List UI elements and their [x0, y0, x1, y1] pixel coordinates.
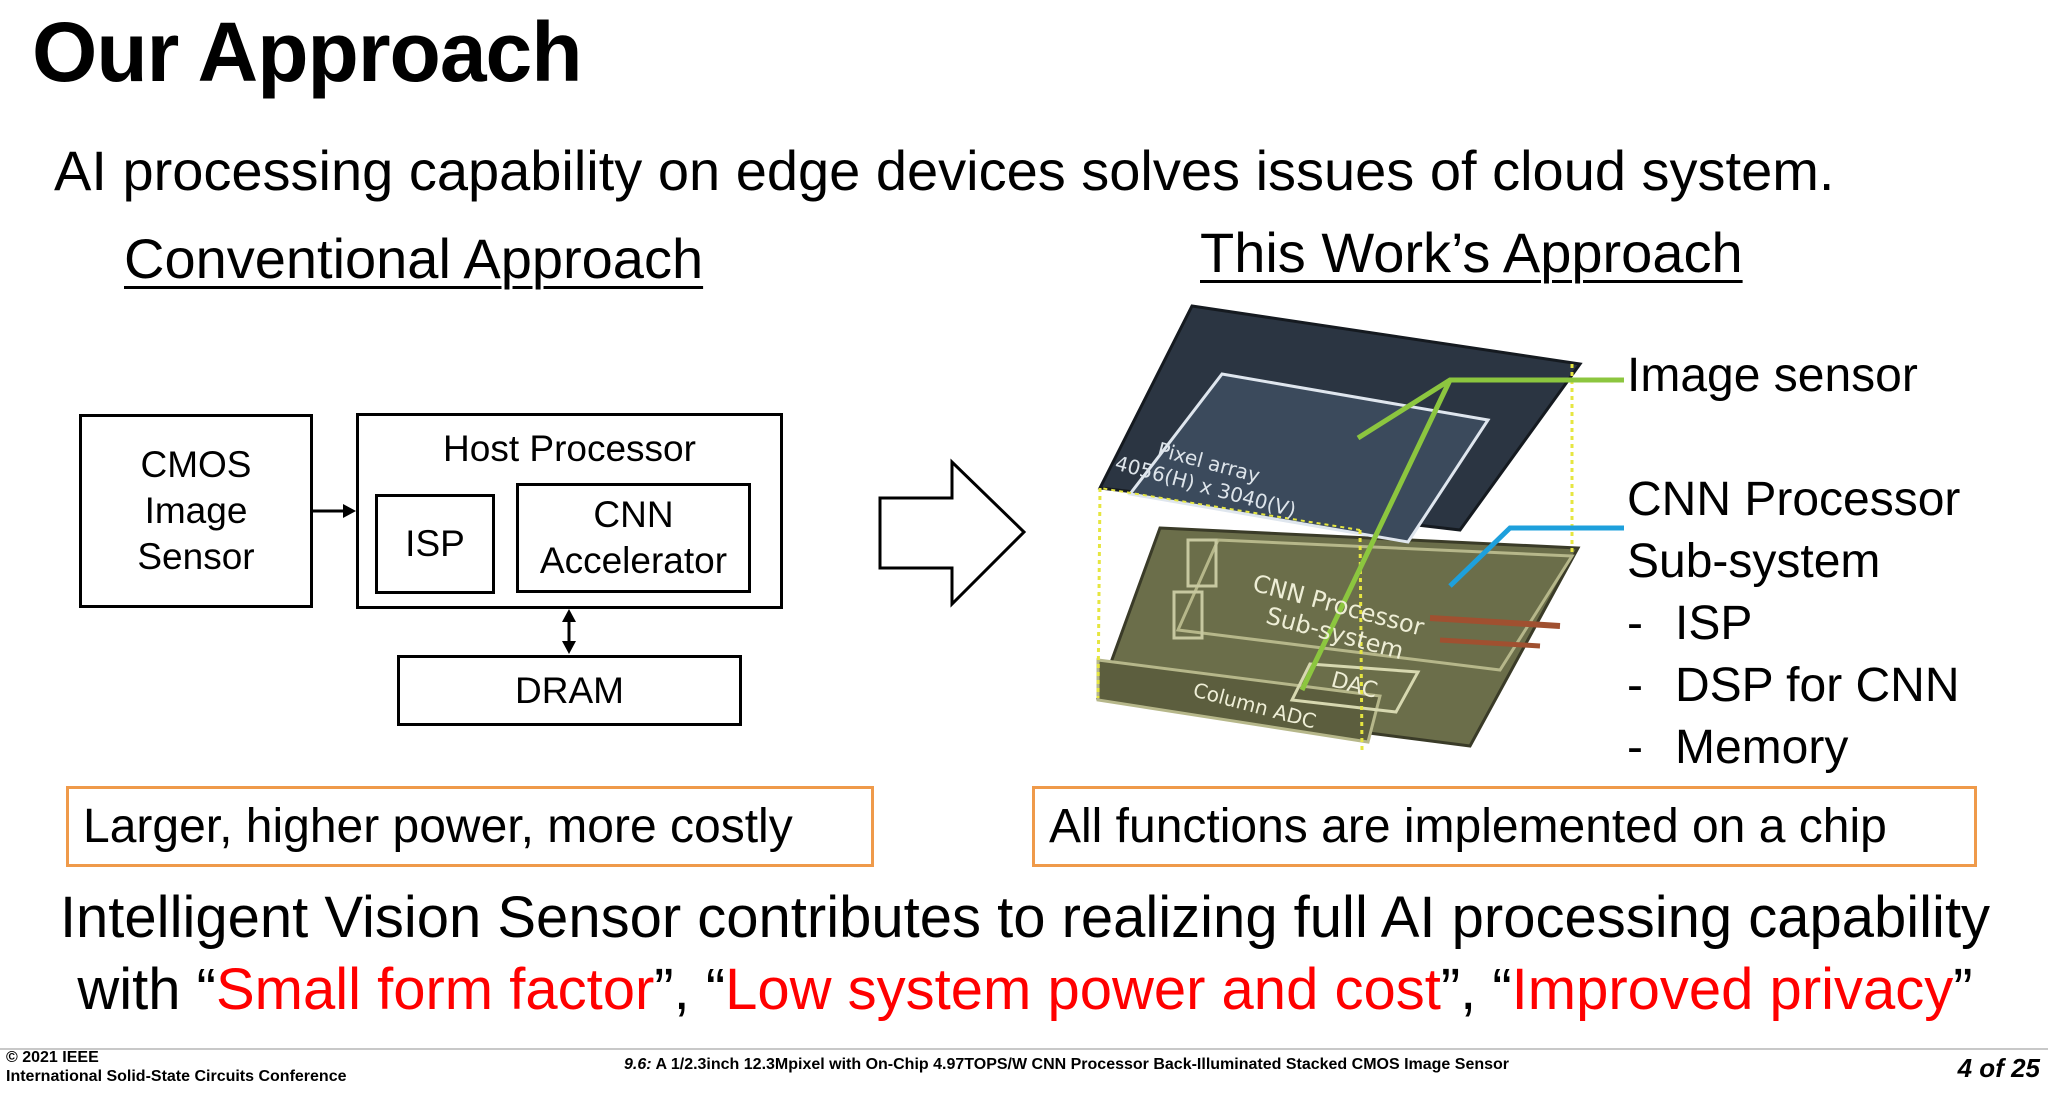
cmos-label-line3: Sensor: [137, 536, 255, 577]
isp-block: ISP: [375, 494, 495, 594]
paper-id: 9.6:: [624, 1056, 652, 1073]
pixel-array: [1127, 372, 1491, 544]
page-number: 4 of 25: [1957, 1053, 2040, 1083]
conventional-callout-text: Larger, higher power, more costly: [83, 800, 793, 853]
cnn-processor-label: CNN Processor: [1627, 473, 1961, 526]
cmos-label-line2: Image: [144, 490, 248, 531]
isp-label: ISP: [405, 523, 465, 564]
cmos-to-host-arrow: [313, 504, 356, 518]
footer-copyright: © 2021 IEEE International Solid-State Ci…: [6, 1048, 347, 1086]
this-work-callout: All functions are implemented on a chip: [1032, 786, 1977, 867]
bullet-label: Memory: [1675, 721, 1849, 774]
right-arrow-icon: [878, 458, 1027, 608]
svg-text:CNN Processor Sub-system: CNN Processor Sub-system: [1243, 569, 1435, 671]
dram-block: DRAM: [397, 655, 742, 726]
cnn-accelerator-label-line1: CNN: [593, 494, 674, 535]
conventional-heading: Conventional Approach: [124, 227, 704, 290]
this-work-heading: This Work’s Approach: [1200, 221, 1743, 284]
slide-subtitle: AI processing capability on edge devices…: [54, 139, 1835, 202]
highlight-low-power-cost: Low system power and cost: [725, 957, 1441, 1022]
cmos-image-sensor-block: CMOS Image Sensor: [79, 414, 313, 608]
highlight-improved-privacy: Improved privacy: [1511, 957, 1954, 1022]
dram-label: DRAM: [515, 669, 624, 711]
footer-divider: [0, 1048, 2048, 1050]
footer-paper-title: 9.6: A 1/2.3inch 12.3Mpixel with On-Chip…: [624, 1056, 1509, 1074]
stacked-chip-image: Pixel array 4056(H) x 3040(V) CNN Proces…: [1095, 304, 1624, 751]
bullet-label: DSP for CNN: [1675, 659, 1960, 712]
conclusion-prefix: with “: [77, 957, 216, 1022]
conclusion-line2: with “Small form factor”, “Low system po…: [20, 956, 2030, 1023]
slide-title: Our Approach: [32, 5, 583, 99]
this-work-callout-text: All functions are implemented on a chip: [1049, 800, 1887, 853]
bullet-dsp: -DSP for CNN: [1627, 658, 1960, 713]
bullet-dash: -: [1627, 597, 1643, 650]
cnn-accelerator-block: CNN Accelerator: [516, 483, 751, 593]
host-processor-label: Host Processor: [443, 428, 696, 469]
conclusion-line1: Intelligent Vision Sensor contributes to…: [59, 885, 1991, 950]
copyright-line1: © 2021 IEEE: [6, 1049, 99, 1066]
cmos-label-line1: CMOS: [140, 444, 252, 485]
conventional-callout: Larger, higher power, more costly: [66, 786, 874, 867]
conclusion-suffix: ”: [1953, 957, 1973, 1022]
conclusion-separator: ”, “: [1440, 957, 1512, 1022]
bullet-label: ISP: [1675, 597, 1753, 650]
paper-title: A 1/2.3inch 12.3Mpixel with On-Chip 4.97…: [655, 1056, 1510, 1073]
host-processor-block: Host Processor: [356, 413, 783, 609]
copyright-line2: International Solid-State Circuits Confe…: [6, 1068, 347, 1085]
bullet-dash: -: [1627, 659, 1643, 712]
bullet-dash: -: [1627, 721, 1643, 774]
bullet-isp: -ISP: [1627, 596, 1752, 651]
highlight-small-form-factor: Small form factor: [215, 957, 655, 1022]
image-sensor-label: Image sensor: [1627, 349, 1918, 402]
bidirectional-arrow-icon: [562, 609, 576, 654]
bullet-memory: -Memory: [1627, 720, 1848, 775]
cnn-subsystem-label: Sub-system: [1627, 535, 1881, 588]
conclusion-separator: ”, “: [654, 957, 726, 1022]
cnn-accelerator-label-line2: Accelerator: [539, 540, 728, 581]
